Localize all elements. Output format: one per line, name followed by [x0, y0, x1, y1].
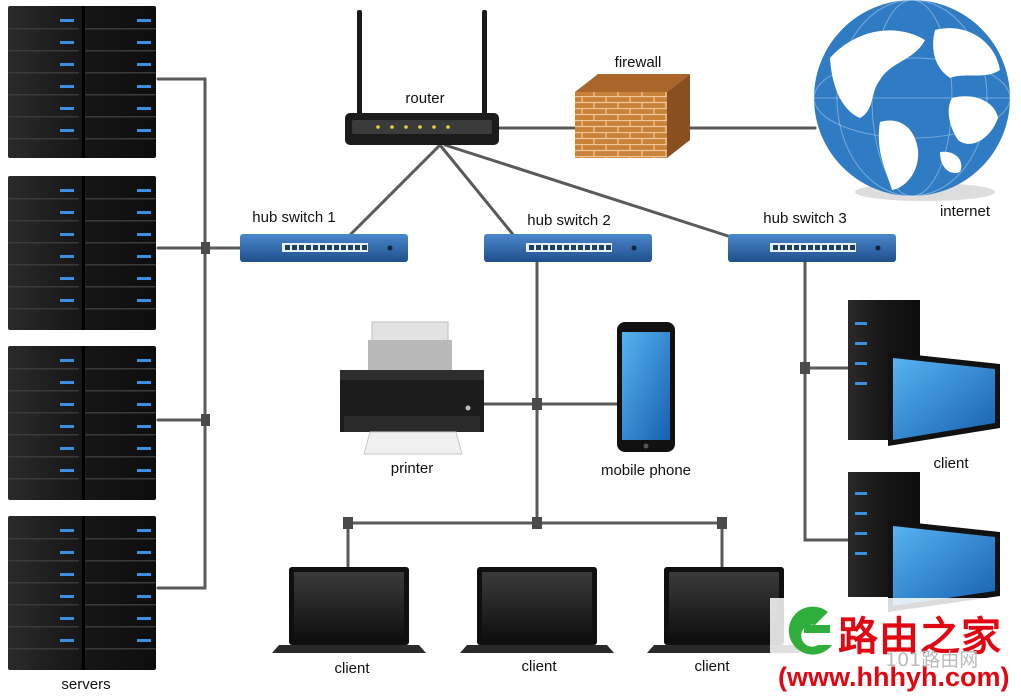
server-rack-icon: [8, 346, 156, 500]
desktop-client-icon: [848, 300, 1000, 446]
mobile-phone-label: mobile phone: [600, 462, 692, 479]
router-label: router: [405, 90, 445, 107]
printer-label: printer: [390, 460, 434, 477]
server-rack-icon: [8, 6, 156, 158]
switch-icon: [728, 234, 896, 262]
laptop-icon: [647, 567, 801, 653]
servers-label: servers: [61, 676, 111, 693]
cables: [156, 77, 850, 590]
switch-icon: [240, 234, 408, 262]
watermark-sub: 101路由网: [885, 649, 979, 671]
client-laptop-1-label: client: [334, 660, 370, 677]
client-laptop-2-label: client: [521, 658, 557, 675]
hub-switch-3-label: hub switch 3: [763, 210, 847, 227]
firewall-icon: [575, 74, 690, 158]
switch-icon: [484, 234, 652, 262]
globe-icon: [813, 0, 1011, 201]
client-right-label: client: [933, 455, 969, 472]
router-icon: [345, 10, 499, 145]
cable-junctions: [201, 242, 810, 529]
client-laptop-3-label: client: [694, 658, 730, 675]
watermark-logo-icon: [788, 606, 832, 655]
watermark-area: [770, 598, 1021, 699]
desktop-client-icon: [848, 472, 1000, 612]
laptop-icon: [272, 567, 426, 653]
laptop-icon: [460, 567, 614, 653]
hub-switch-2-label: hub switch 2: [527, 212, 611, 229]
watermark-url: (www.hhhyh.com): [778, 662, 1010, 692]
hub-switch-1-label: hub switch 1: [252, 209, 336, 226]
printer-icon: [340, 321, 484, 455]
watermark-brand: 路由之家: [838, 614, 1002, 660]
firewall-label: firewall: [614, 54, 662, 71]
phone-icon: [617, 322, 675, 452]
internet-label: internet: [939, 203, 991, 220]
server-rack-icon: [8, 516, 156, 670]
server-rack-icon: [8, 176, 156, 330]
server-racks: [8, 6, 156, 670]
